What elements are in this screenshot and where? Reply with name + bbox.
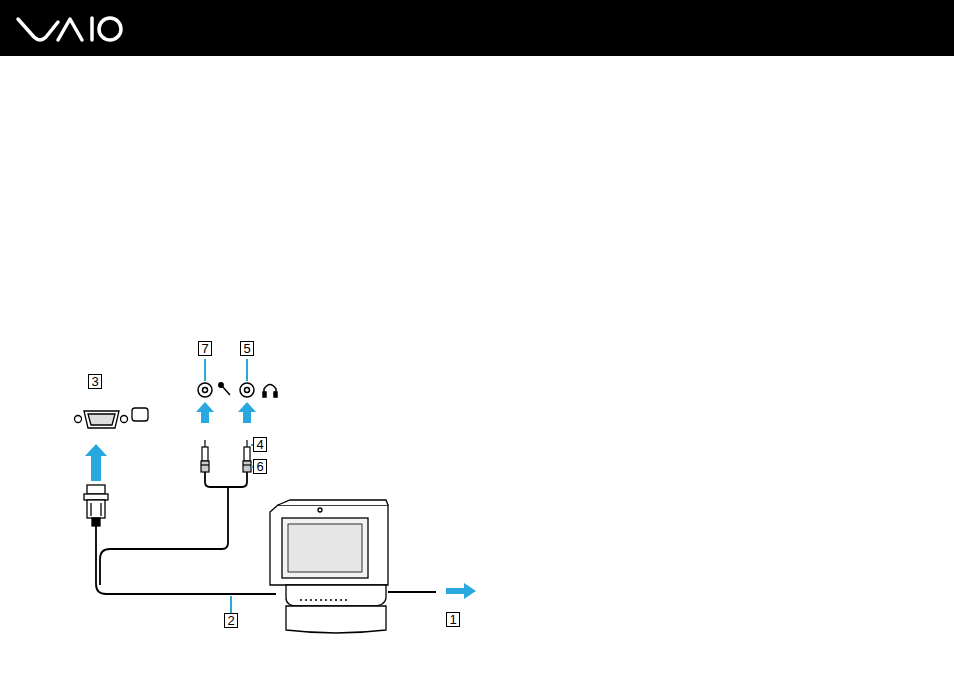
drawing-part xyxy=(274,392,277,397)
drawing-part xyxy=(219,383,223,387)
drawing-part xyxy=(388,591,436,593)
drawing-part xyxy=(446,583,476,599)
drawing-part xyxy=(286,606,386,633)
audio-jacks xyxy=(198,383,254,397)
callout-number: 2 xyxy=(224,613,238,628)
callout-number: 4 xyxy=(253,437,267,452)
drawing-part xyxy=(282,518,368,578)
drawing-part xyxy=(202,447,208,461)
drawing-part xyxy=(88,414,115,425)
drawing-part xyxy=(278,500,388,505)
header-bar xyxy=(0,0,954,56)
drawing-part xyxy=(196,402,214,423)
audio-plugs xyxy=(201,440,251,472)
drawing-part xyxy=(205,472,247,487)
drawing-part xyxy=(132,408,148,421)
drawing-part xyxy=(90,18,94,40)
cables xyxy=(96,472,436,594)
callout-number: 5 xyxy=(240,341,254,356)
drawing-part xyxy=(96,526,276,594)
drawing-part xyxy=(75,416,82,423)
drawing-part xyxy=(244,447,250,461)
drawing-part xyxy=(203,388,208,393)
drawing-part xyxy=(243,464,251,465)
drawing-part xyxy=(318,508,322,512)
drawing-part xyxy=(238,402,256,423)
drawing-part xyxy=(100,503,101,516)
drawing-part xyxy=(85,444,107,481)
drawing-part xyxy=(246,359,248,381)
drawing-part xyxy=(300,599,350,600)
headphone-icon xyxy=(263,385,277,398)
callout-number: 1 xyxy=(446,612,460,627)
monitor-port xyxy=(75,408,149,428)
drawing-part xyxy=(270,505,388,585)
drawing-part xyxy=(99,18,121,40)
drawing-part xyxy=(100,487,228,585)
callout-number: 3 xyxy=(88,374,102,389)
drawing-part xyxy=(243,461,251,472)
drawing-part xyxy=(246,440,247,447)
drawing-part xyxy=(222,386,230,395)
drawing-part xyxy=(204,440,205,447)
leader-lines xyxy=(231,445,253,613)
callout-number: 6 xyxy=(253,459,267,474)
drawing-part xyxy=(87,485,105,494)
drawing-part xyxy=(263,392,266,397)
drawing-part xyxy=(264,385,276,397)
drawing-part xyxy=(58,19,82,40)
drawing-part xyxy=(84,411,119,428)
drawing-part xyxy=(286,585,386,606)
drawing-part xyxy=(92,518,100,526)
drawing-part xyxy=(201,461,209,472)
vaio-logo xyxy=(18,18,121,40)
drawing-part xyxy=(18,19,58,40)
drawing-part xyxy=(198,383,212,397)
crt-monitor xyxy=(270,500,388,633)
drawing-part xyxy=(87,500,105,518)
callout-number: 7 xyxy=(198,341,212,356)
mic-icon xyxy=(219,383,230,395)
drawing-part xyxy=(90,503,91,516)
drawing-part xyxy=(230,596,232,613)
drawing-part xyxy=(84,494,108,500)
drawing-part xyxy=(240,383,254,397)
direction-arrows xyxy=(85,402,476,599)
drawing-part xyxy=(288,524,362,572)
drawing-part xyxy=(201,464,209,465)
vga-plug xyxy=(84,485,108,526)
drawing-part xyxy=(204,359,206,381)
leader-lines xyxy=(205,359,247,381)
drawing-part xyxy=(121,416,128,423)
drawing-part xyxy=(245,388,250,393)
